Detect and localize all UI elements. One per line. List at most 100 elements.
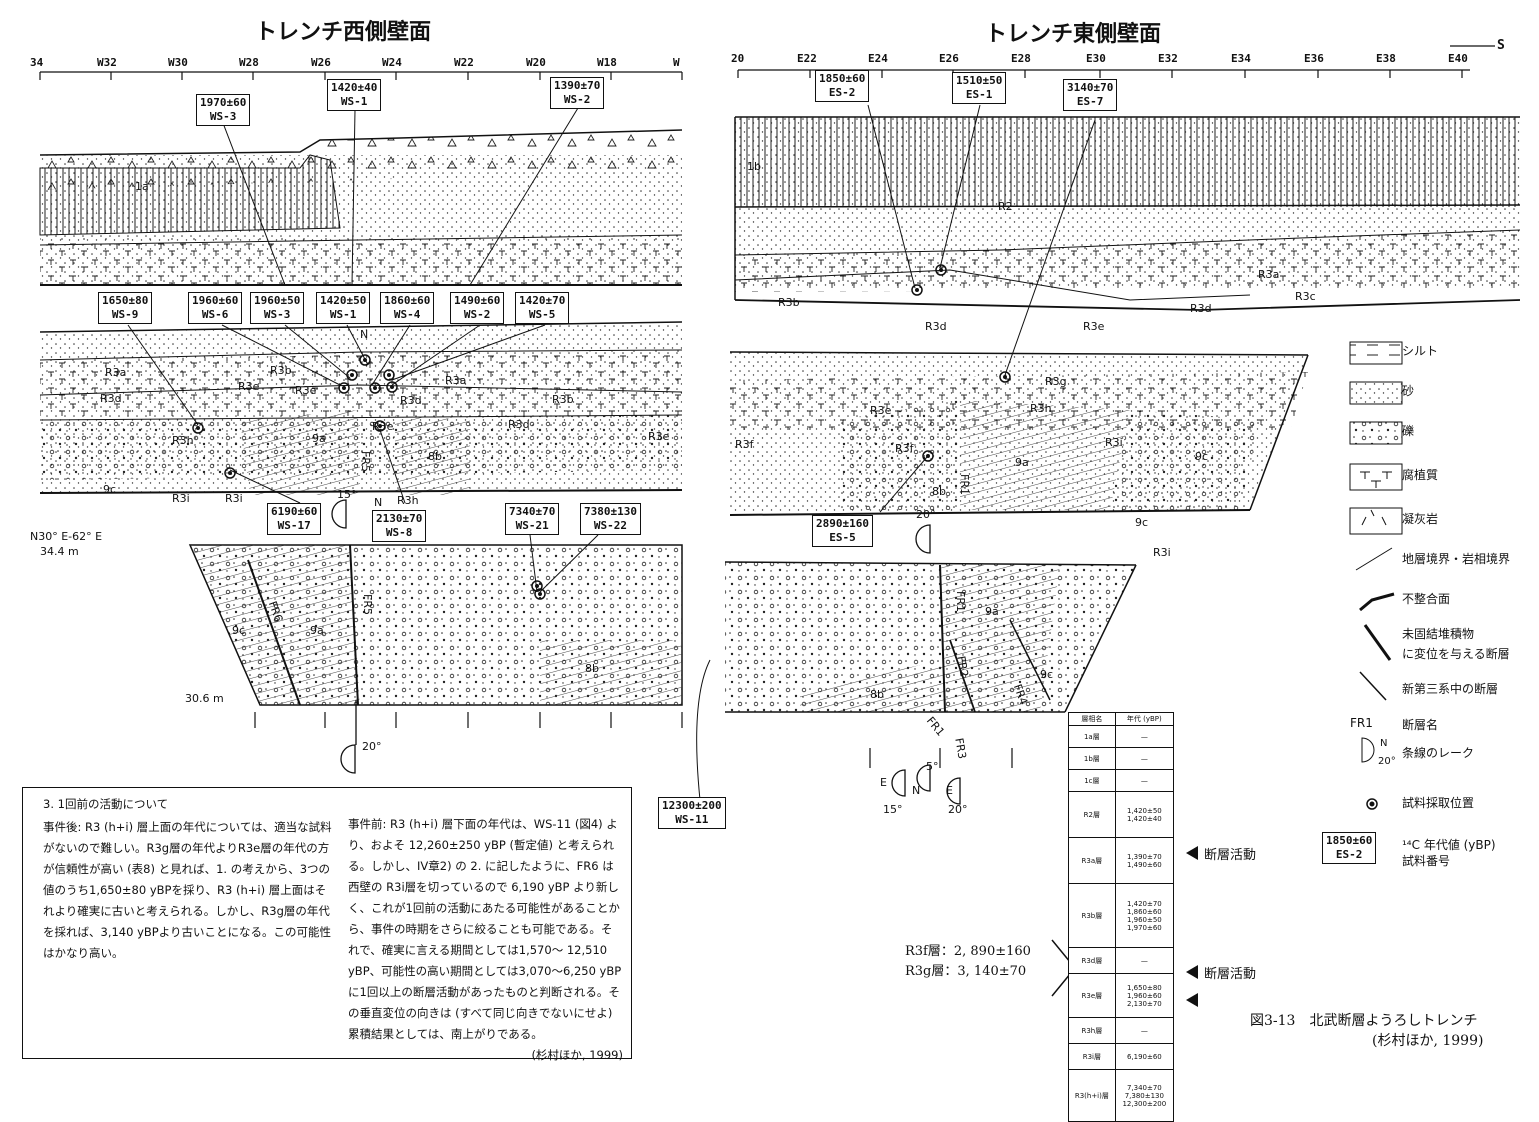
east-sample-points <box>911 264 1011 462</box>
west-axis <box>39 71 683 728</box>
table-header: 層相名 年代 (yBP) <box>1068 712 1175 726</box>
west-leaders <box>127 107 711 801</box>
west-rake-symbols <box>331 499 357 774</box>
legend-gravel: 礫 <box>1402 424 1415 438</box>
west-tick: W28 <box>239 56 259 69</box>
layer-label: R3a <box>105 366 127 379</box>
rake-angle: 15° <box>337 488 357 501</box>
layer-label: R3h <box>172 434 194 447</box>
west-tick: W20 <box>526 56 546 69</box>
west-upper-wall <box>39 129 683 286</box>
layer-label: R3e <box>870 404 892 417</box>
west-tick: W26 <box>311 56 331 69</box>
legend-sand: 砂 <box>1402 384 1415 398</box>
layer-label: 9c <box>103 483 117 496</box>
direction-label: N <box>374 496 383 509</box>
legend-unconformity: 不整合面 <box>1402 592 1451 606</box>
explanation-box: 3. 1回前の活動について 事件後: R3 (h+i) 層上面の年代については、… <box>22 787 632 1062</box>
legend-c14-label: ¹⁴C 年代値 (yBP) <box>1402 838 1496 852</box>
layer-label: R3g <box>1045 375 1067 388</box>
legend-swatches <box>1349 341 1403 810</box>
rake-angle: 20° <box>948 803 968 816</box>
layer-label: R3i <box>1105 436 1123 449</box>
elevation-label: 34.4 m <box>40 545 79 558</box>
layer-label: R3b <box>270 364 292 377</box>
activity-arrows <box>1186 846 1198 1007</box>
east-lower-wall <box>724 561 1137 713</box>
west-wall-title: トレンチ西側壁面 <box>255 20 432 45</box>
table-row: R3d層— <box>1068 947 1175 974</box>
east-rake-symbols <box>891 524 961 805</box>
table-row: R3h層— <box>1068 1017 1175 1044</box>
explanation-col2: 事件前: R3 (h+i) 層下面の年代は、WS-11 (図4) より、およそ … <box>348 817 622 1041</box>
west-tick: W <box>673 56 680 69</box>
table-row: 1c層— <box>1068 769 1175 792</box>
west-tick: W32 <box>97 56 117 69</box>
west-lower-wall <box>188 544 683 706</box>
elevation-label: N30° E-62° E <box>30 530 103 543</box>
legend-tuff: 凝灰岩 <box>1402 512 1439 526</box>
west-tick: W18 <box>597 56 617 69</box>
layer-label: R3d <box>1190 302 1212 315</box>
east-tick: E26 <box>939 52 959 65</box>
layer-label: 8b <box>585 662 599 675</box>
layer-label: R3i <box>225 492 243 505</box>
direction-label: E <box>880 776 887 789</box>
legend-boundary: 地層境界・岩相境界 <box>1402 552 1511 566</box>
legend-silt: シルト <box>1402 344 1439 358</box>
layer-label: R3b <box>778 296 800 309</box>
layer-label: R3i <box>1153 546 1171 559</box>
layer-label: R3d <box>100 392 122 405</box>
east-tick: E36 <box>1304 52 1324 65</box>
layer-label: R3d <box>508 418 530 431</box>
layer-label: R3e <box>372 420 394 433</box>
legend-fault-unconsolidated: 未固結堆積物 に変位を与える断層 <box>1402 627 1510 661</box>
direction-label: N <box>912 784 921 797</box>
layer-label: R3e <box>1083 320 1105 333</box>
fault-label: FR1 <box>953 591 967 612</box>
east-tick: E32 <box>1158 52 1178 65</box>
fault-activity-label: 断層活動 <box>1204 967 1257 982</box>
layer-label: 9a <box>985 605 999 618</box>
rake-angle: 15° <box>883 803 903 816</box>
layer-label: 8b <box>428 450 442 463</box>
layer-label: R3h <box>397 494 419 507</box>
layer-label: 1b <box>747 160 761 173</box>
west-tick: W22 <box>454 56 474 69</box>
legend-sample-point: 試料採取位置 <box>1402 796 1475 810</box>
east-middle-wall <box>729 351 1309 516</box>
rake-angle: 20° <box>916 508 936 521</box>
layer-label: 8b <box>932 485 946 498</box>
east-wall-title: トレンチ東側壁面 <box>985 22 1162 47</box>
fault-label: FR5 <box>358 451 372 472</box>
layer-label: R3i <box>172 492 190 505</box>
layer-label: 9c <box>232 624 246 637</box>
layer-label: R3c <box>1295 290 1316 303</box>
north-arrow-label: S <box>1497 38 1505 53</box>
layer-label: R3e <box>648 430 670 443</box>
layer-label: 9a <box>310 624 324 637</box>
east-tick: E28 <box>1011 52 1031 65</box>
legend-rake: N 20° 条線のレーク <box>1378 738 1475 767</box>
table-row: 1a層— <box>1068 725 1175 748</box>
layer-label: 9c <box>1040 668 1054 681</box>
r3-ages-note: R3f層：2, 890±160 R3g層：3, 140±70 <box>905 944 1031 979</box>
figure-caption: 図3-13 北武断層ようろしトレンチ <box>1250 1013 1478 1029</box>
layer-label: R2 <box>998 200 1013 213</box>
legend-fault-name: FR1 断層名 <box>1350 716 1439 732</box>
